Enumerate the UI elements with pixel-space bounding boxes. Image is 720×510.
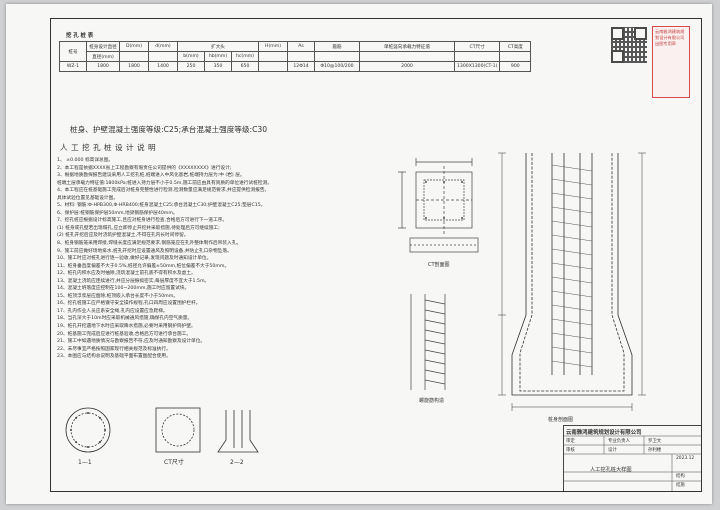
table-cell: 1800 — [119, 61, 149, 72]
ct-plan-label: CT剖面图 — [428, 261, 450, 268]
titleblock-cell: 审核 — [566, 448, 575, 453]
header-cell: d(mm) — [148, 41, 178, 52]
note-line: 18、当孔深大于10m时应采取机械通风措施,确保孔内空气质量。 — [57, 316, 193, 322]
note-line: 21、施工中如遇地质情况与勘察报告不符,应及时通知勘察及设计单位。 — [57, 339, 206, 345]
section-drawings: 1—1 CT尺寸 2—2 — [65, 407, 259, 466]
sheet-label: 结构 — [676, 474, 685, 479]
header-cell: hc(mm) — [231, 51, 259, 62]
table-cell: 2000 — [359, 61, 455, 72]
drawing-sheet — [6, 4, 712, 504]
pile-table: 桩号 桩身设计直径 D(mm) d(mm) 扩大头 H(mm) As 箍筋 单桩… — [59, 41, 532, 72]
note-line: 4、本工程应在桩基础施工完成后对桩身完整性进行检测,检测数量应满足规范要求,并应… — [57, 188, 270, 194]
table-cell: 12Φ14 — [287, 61, 315, 72]
note-line: 2、本工程是依据XXXX省上工程勘察有限责任公司提供的《XXXXXXXX》进行设… — [57, 165, 232, 171]
table-cell: 900 — [499, 61, 532, 72]
note-line: 3、根据地质勘探报告建议采用人工挖孔桩,桩端进入中风化基岩,桩端持力层为:中 (… — [57, 173, 245, 179]
note-line: 23、本图应与结构总说明及基础平面布置图配合使用。 — [57, 354, 171, 360]
table-cell: 1800 — [86, 61, 120, 72]
table-cell: 1400 — [148, 61, 178, 72]
concrete-grade: 桩身、护壁混凝土强度等级:C25;承台混凝土强度等级:C30 — [70, 125, 268, 134]
ct-plan-drawing: CT剖面图 — [398, 158, 479, 268]
header-cell: 单桩竖向承载力特征值 — [359, 41, 455, 52]
table-row: WZ-1 1800 1800 1400 250 350 650 12Φ14 Φ1… — [59, 61, 532, 72]
note-line: 19、桩孔开挖遇地下水时应采取降水措施,必要时采用钢护筒护壁。 — [57, 324, 196, 330]
table-cell: 1300X1300(CT-1) — [453, 61, 501, 72]
ct-size-label: CT尺寸 — [164, 458, 184, 466]
table-cell: Φ10@100/200 — [314, 61, 360, 72]
titleblock-date: 2023.12 — [676, 456, 695, 461]
section-2-2-label: 2—2 — [230, 459, 244, 466]
note-line: 12、桩孔内积水应及时抽除,浇筑混凝土前孔底不得有积水及虚土。 — [57, 271, 196, 277]
note-line: 13、混凝土浇筑应连续进行,并应分层振捣密实,每层厚度不宜大于1.5m。 — [57, 278, 210, 284]
drawing-title: 人工挖孔桩大样图 — [590, 467, 632, 473]
note-line: 11、桩身垂直度偏差不大于0.5%,桩径允许偏差±50mm,桩位偏差不大于50m… — [57, 263, 230, 269]
note-line: 6、保护层:桩钢筋保护层50mm,地梁钢筋保护层40mm。 — [57, 210, 178, 216]
titleblock-cell: 专业负责人 — [608, 439, 630, 444]
table-title: 挖 孔 桩 表 — [66, 33, 94, 39]
header-cell: 直径(mm) — [86, 51, 120, 62]
titleblock-cell: 设计 — [608, 448, 617, 453]
table-cell: 650 — [231, 61, 259, 72]
note-line: 9、施工前应做好场地排水,桩孔开挖时应设置通风及照明设备,并防止孔口杂物坠落。 — [57, 248, 232, 254]
pile-section-label: 桩身剖面图 — [548, 416, 573, 423]
pile-section-drawing: 桩身剖面图 — [498, 152, 646, 423]
table-subheader-row: 直径(mm) b(mm) hb(mm) hc(mm) — [60, 51, 532, 62]
header-cell: 扩大头 — [177, 41, 259, 52]
header-cell: hb(mm) — [204, 51, 232, 62]
note-line: 5、材料: 钢筋:Φ-HPB300,Φ-HRB400;桩身混凝土C25;承台混凝… — [57, 203, 266, 209]
company-name: 云南雅鸿建筑规划设计有限公司 — [566, 430, 642, 436]
note-line: 22、未尽事宜严格按照国家现行相关规范及标准执行。 — [57, 346, 171, 352]
note-line: 15、桩顶浮浆层应凿除,桩顶嵌入承台长度不小于50mm。 — [57, 293, 178, 299]
approval-stamp: 云南雅鸿建筑规划设计有限公司 出图专用章 — [652, 26, 690, 98]
note-line: 14、混凝土坍落度应控制在100~200mm,施工时应留置试块。 — [57, 286, 190, 292]
note-line: (2) 桩孔开挖后应及时浇筑护壁混凝土,不得在孔内长时间停留。 — [57, 233, 189, 239]
table-cell: WZ-1 — [59, 61, 87, 72]
note-line: 10、施工时应对桩孔进行逐一验收,做好记录,发现问题及时通知设计单位。 — [57, 256, 212, 262]
design-notes: 1、 ±0.000 标高详总图。 2、本工程是依据XXXX省上工程勘察有限责任公司… — [57, 157, 437, 361]
header-cell: b(mm) — [177, 51, 205, 62]
note-line: 具体试验位置见基础设计图。 — [57, 195, 118, 201]
note-line: 1、 ±0.000 标高详总图。 — [57, 158, 114, 163]
spiral-label: 螺旋筋构造 — [419, 397, 444, 404]
design-title: 人 工 挖 孔 桩 设 计 说 明 — [60, 143, 157, 152]
drawing-frame — [50, 18, 702, 492]
note-line: 17、孔内作业人员应系安全绳,孔内应设置应急爬梯。 — [57, 308, 168, 314]
note-line: (1) 桩身或孔壁若出现塌孔,应立即停止开挖并采取措施,待处理后方可继续施工; — [57, 225, 220, 231]
header-cell: D(mm) — [119, 41, 149, 52]
spiral-detail-drawing: 螺旋筋构造 — [410, 294, 446, 404]
header-cell: As — [287, 41, 315, 52]
note-line: 桩端土层承载力特征值:1800kPa;桩进入持力层不小于0.5m,施工前应由具有… — [57, 180, 272, 186]
titleblock-cell: 审定 — [566, 439, 575, 444]
header-cell: CT尺寸 — [453, 41, 501, 52]
section-1-1-label: 1—1 — [78, 459, 92, 466]
note-line: 16、挖孔桩施工应严格遵守安全操作规程,孔口四周应设置围护栏杆。 — [57, 301, 201, 307]
header-cell: 桩身设计直径 — [86, 41, 120, 52]
header-cell: CT高度 — [499, 41, 532, 52]
titleblock-cell: 孙利楼 — [648, 448, 662, 453]
header-cell: 箍筋 — [314, 41, 360, 52]
qr-code-icon — [611, 27, 647, 63]
note-line: 8、桩身钢筋笼采用焊接,焊缝长度应满足规范要求,钢筋笼应在孔外整体制作后吊装入孔… — [57, 241, 242, 247]
table-cell: 250 — [177, 61, 205, 72]
header-cell: 桩号 — [59, 41, 87, 62]
note-line: 20、桩基施工完成后应进行桩基验收,合格后方可进行承台施工。 — [57, 331, 192, 337]
table-cell — [258, 61, 288, 72]
table-cell: 350 — [204, 61, 232, 72]
table-header-row: 桩号 桩身设计直径 D(mm) d(mm) 扩大头 H(mm) As 箍筋 单桩… — [59, 41, 532, 62]
sheet-number: 结施 — [676, 483, 685, 488]
titleblock-cell: 罗卫文 — [648, 439, 662, 444]
note-line: 7、挖孔桩应根据设计标高施工,且应对桩身进行检查,合格后方可进行下一道工序。 — [57, 218, 228, 224]
header-cell: H(mm) — [258, 41, 288, 52]
